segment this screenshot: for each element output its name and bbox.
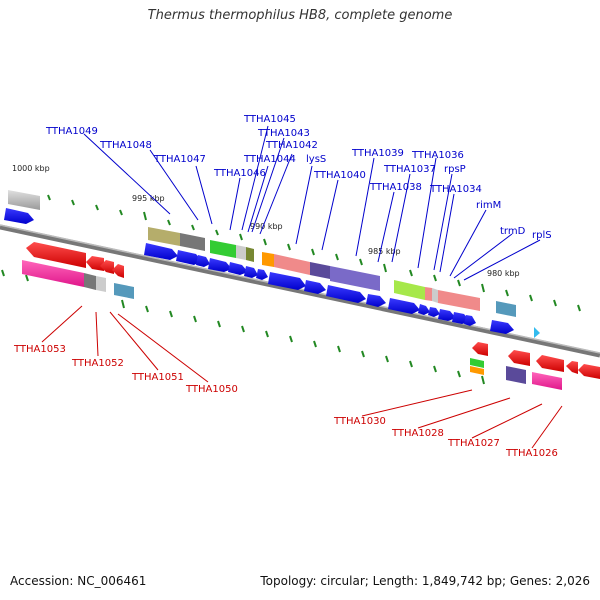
gene-block[interactable] (470, 366, 484, 375)
gene-label[interactable]: TTHA1030 (333, 416, 386, 427)
map-title: Thermus thermophilus HB8, complete genom… (147, 8, 453, 23)
scale-label: 980 kbp (487, 269, 520, 278)
gene-arrow[interactable] (244, 266, 258, 278)
gene-block[interactable] (210, 240, 236, 258)
gene-arrow[interactable] (438, 309, 456, 321)
gene-label[interactable]: TTHA1027 (447, 438, 500, 449)
gene-block[interactable] (246, 247, 254, 262)
gene-arrow[interactable] (578, 364, 600, 379)
gene-arrow[interactable] (490, 320, 514, 334)
gene-arrow[interactable] (228, 262, 248, 275)
gene-block[interactable] (432, 288, 438, 303)
gene-arrow[interactable] (208, 258, 232, 272)
labels-top: TTHA1049 TTHA1048 TTHA1047 TTHA1045 TTHA… (45, 114, 552, 241)
gene-label[interactable]: TTHA1051 (131, 372, 184, 383)
gene-arrows-forward (4, 208, 540, 338)
gene-label[interactable]: TTHA1039 (351, 148, 404, 159)
gene-label[interactable]: TTHA1028 (391, 428, 444, 439)
gene-label[interactable]: lysS (306, 154, 326, 165)
gene-label[interactable]: TTHA1048 (99, 140, 152, 151)
gene-arrow[interactable] (268, 272, 306, 290)
gene-block[interactable] (84, 273, 96, 290)
gene-block[interactable] (22, 260, 84, 287)
gene-block[interactable] (262, 252, 274, 267)
gene-label[interactable]: TTHA1046 (213, 168, 266, 179)
gene-label[interactable]: trmD (500, 226, 526, 237)
gene-arrow[interactable] (566, 361, 578, 374)
scale-ticks (1, 194, 581, 385)
gene-block[interactable] (470, 358, 484, 368)
accession-text: Accession: NC_006461 (10, 574, 147, 588)
gene-block[interactable] (148, 227, 180, 246)
gene-arrow[interactable] (86, 256, 104, 271)
gene-arrow[interactable] (112, 264, 124, 278)
gene-label[interactable]: TTHA1050 (185, 384, 238, 395)
feature-track-upper (8, 190, 516, 317)
scale-label: 985 kbp (368, 247, 401, 256)
gene-label[interactable]: rplS (532, 230, 552, 241)
gene-block[interactable] (330, 266, 380, 291)
gene-arrow[interactable] (304, 280, 326, 294)
gene-label[interactable]: TTHA1052 (71, 358, 124, 369)
gene-label[interactable]: TTHA1053 (13, 344, 66, 355)
gene-block[interactable] (496, 301, 516, 317)
gene-label[interactable]: TTHA1037 (383, 164, 436, 175)
gene-label[interactable]: TTHA1047 (153, 154, 206, 165)
gene-arrow[interactable] (418, 304, 430, 315)
scale-label: 995 kbp (132, 194, 165, 203)
gene-block[interactable] (114, 283, 134, 299)
gene-label[interactable]: TTHA1038 (369, 182, 422, 193)
gene-arrows-reverse (22, 242, 600, 390)
gene-block[interactable] (180, 233, 205, 251)
gene-label[interactable]: TTHA1026 (505, 448, 558, 459)
genome-backbone (0, 224, 600, 358)
gene-block[interactable] (394, 280, 425, 300)
gene-label[interactable]: TTHA1044 (243, 154, 296, 165)
gene-label[interactable]: TTHA1049 (45, 126, 98, 137)
gene-block[interactable] (310, 262, 330, 279)
gene-arrow[interactable] (536, 355, 564, 372)
gene-block[interactable] (425, 287, 432, 301)
leader-lines-bottom (41, 305, 563, 449)
gene-block[interactable] (532, 372, 562, 390)
gene-arrow[interactable] (388, 298, 420, 314)
gene-block[interactable] (438, 290, 480, 311)
gene-arrow[interactable] (196, 255, 210, 267)
gene-label[interactable]: rpsP (444, 164, 466, 175)
labels-bottom: TTHA1053 TTHA1052 TTHA1051 TTHA1050 TTHA… (13, 344, 558, 459)
gene-label[interactable]: TTHA1036 (411, 150, 464, 161)
gene-arrow[interactable] (508, 350, 530, 366)
gene-label[interactable]: TTHA1043 (257, 128, 310, 139)
gene-label[interactable]: TTHA1045 (243, 114, 296, 125)
gene-arrow[interactable] (26, 242, 86, 268)
gene-block[interactable] (274, 254, 310, 275)
gene-arrow[interactable] (144, 243, 178, 260)
gene-arrow[interactable] (428, 307, 440, 317)
gene-arrow[interactable] (100, 260, 114, 274)
scale-label: 990 kbp (250, 222, 283, 231)
gene-label[interactable]: rimM (476, 200, 501, 211)
gene-label[interactable]: TTHA1034 (429, 184, 482, 195)
gene-block[interactable] (96, 276, 106, 292)
scale-label: 1000 kbp (12, 164, 50, 173)
gene-label[interactable]: TTHA1042 (265, 140, 318, 151)
gene-arrow[interactable] (4, 208, 34, 224)
gene-arrow[interactable] (176, 250, 202, 265)
gene-block[interactable] (8, 190, 40, 210)
gene-arrow[interactable] (326, 285, 366, 303)
gene-block[interactable] (236, 245, 246, 260)
leader-lines-top (83, 125, 541, 281)
gene-block[interactable] (506, 366, 526, 384)
genome-summary-text: Topology: circular; Length: 1,849,742 bp… (260, 574, 590, 588)
gene-arrow[interactable] (464, 315, 476, 326)
gene-arrow[interactable] (256, 269, 268, 280)
gene-arrow[interactable] (472, 342, 488, 356)
gene-label[interactable]: TTHA1040 (313, 170, 366, 181)
gene-arrow[interactable] (366, 294, 386, 307)
gene-arrow[interactable] (534, 327, 540, 338)
